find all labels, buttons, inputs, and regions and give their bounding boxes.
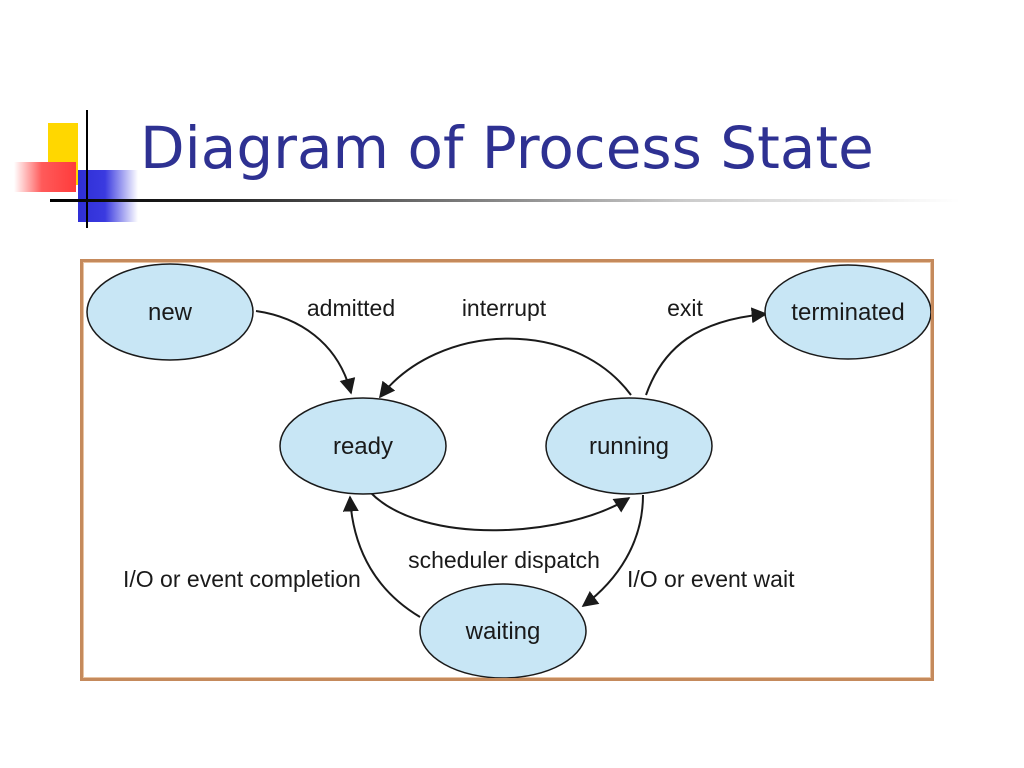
state-node-terminated-shape — [764, 264, 931, 360]
process-state-diagram: new terminated ready running waiting adm… — [86, 263, 931, 678]
state-node-waiting-label: waiting — [465, 618, 541, 645]
state-node-terminated-label: terminated — [791, 299, 904, 326]
edge-label-exit: exit — [667, 295, 703, 321]
edge-io-event-wait — [581, 494, 644, 607]
edge-label-io-event-wait: I/O or event wait — [627, 566, 795, 592]
edge-label-admitted: admitted — [307, 295, 395, 321]
title-decoration-blue-square — [78, 170, 138, 222]
state-node-waiting-shape — [419, 583, 587, 678]
diagram-frame: new terminated ready running waiting adm… — [80, 259, 934, 681]
state-node-new-label: new — [148, 299, 193, 326]
edge-scheduler-dispatch — [369, 491, 631, 532]
edge-label-io-event-completion: I/O or event completion — [123, 566, 361, 592]
state-node-running-label: running — [589, 433, 669, 460]
state-node-waiting: waiting — [419, 583, 587, 678]
title-decoration-vertical-line — [86, 110, 88, 228]
edge-interrupt — [379, 337, 632, 399]
edge-io-event-completion — [342, 495, 421, 618]
edge-label-scheduler-dispatch: scheduler dispatch — [408, 547, 600, 573]
state-node-running: running — [545, 397, 713, 495]
state-node-ready-shape — [279, 397, 447, 495]
title-decoration-red-bar — [14, 162, 76, 192]
edge-exit — [645, 307, 768, 396]
state-node-terminated: terminated — [764, 264, 931, 360]
slide-title: Diagram of Process State — [140, 114, 874, 182]
edge-label-interrupt: interrupt — [462, 295, 547, 321]
state-node-new: new — [86, 263, 254, 361]
edge-admitted — [255, 310, 356, 395]
title-underline — [50, 199, 960, 202]
state-node-ready-label: ready — [333, 433, 393, 460]
state-node-new-shape — [86, 263, 254, 361]
state-node-running-shape — [545, 397, 713, 495]
state-node-ready: ready — [279, 397, 447, 495]
